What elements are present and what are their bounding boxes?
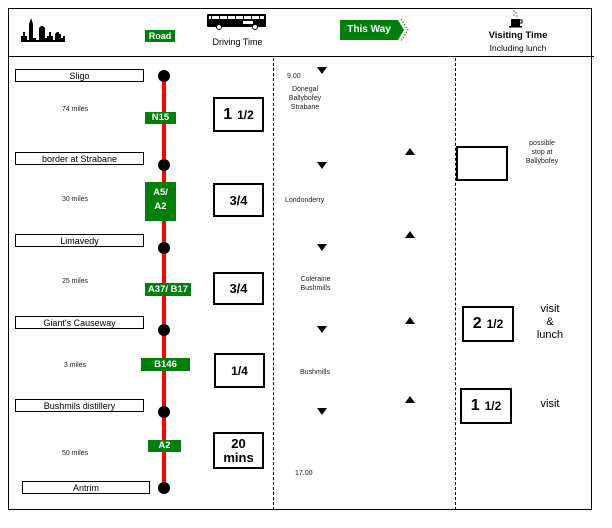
up-arrow-icon	[405, 148, 415, 155]
visit-time-box: 1 1/2	[460, 388, 512, 424]
driving-time-box: 3/4	[213, 272, 264, 305]
time-whole: 1	[470, 397, 480, 414]
road-legend-tag: Road	[145, 30, 175, 42]
route-note: Coleraine Bushmills	[293, 275, 338, 293]
stop-dot	[158, 406, 170, 418]
route-line	[162, 80, 166, 484]
bus-icon	[207, 14, 266, 30]
stop-dot	[158, 324, 170, 336]
stop-dot	[158, 70, 170, 82]
start-time: 9.00	[287, 73, 301, 80]
route-note-line: Donegal	[291, 86, 319, 93]
direction-column-divider	[273, 58, 274, 510]
route-note: Bushmills	[300, 369, 330, 376]
down-arrow-icon	[317, 162, 327, 169]
visit-note-line: stop at	[531, 149, 553, 156]
visit-note: visit	[540, 398, 560, 410]
route-note-line: Ballybofey	[288, 95, 322, 102]
route-note: Londonderry	[285, 197, 325, 204]
route-note-line: Coleraine	[300, 276, 331, 283]
down-arrow-icon	[317, 408, 327, 415]
road-tag: A2	[148, 440, 181, 452]
leg-distance: 30 miles	[61, 196, 89, 203]
city-skyline-icon	[21, 18, 65, 42]
header-divider	[8, 56, 594, 57]
driving-time-box: 3/4	[213, 183, 264, 217]
road-tag: B146	[141, 358, 190, 371]
down-arrow-icon	[317, 244, 327, 251]
road-tag-line: A5/	[153, 187, 168, 198]
down-arrow-icon	[317, 67, 327, 74]
stop-dot	[158, 242, 170, 254]
route-note: Donegal Ballybofey Strabane	[280, 85, 330, 112]
visit-note-line: visit	[540, 303, 560, 315]
this-way-arrow	[340, 18, 409, 42]
visiting-column-divider	[455, 58, 456, 510]
driving-time-box: 1/4	[214, 353, 265, 388]
driving-time-header: Driving Time	[212, 37, 263, 47]
up-arrow-icon	[405, 396, 415, 403]
visit-note: possible stop at Ballybofey	[517, 139, 567, 166]
up-arrow-icon	[405, 231, 415, 238]
visit-note-line: &	[546, 316, 554, 328]
visit-time-box-empty	[456, 146, 508, 181]
down-arrow-icon	[317, 326, 327, 333]
visiting-time-subheader: Including lunch	[489, 43, 547, 53]
road-tag-line: A2	[154, 201, 167, 212]
time-fraction: 1/2	[484, 399, 502, 413]
stop-dot	[158, 482, 170, 494]
up-arrow-icon	[405, 317, 415, 324]
route-note-line: Bushmills	[300, 285, 331, 292]
visit-note-line: Ballybofey	[525, 158, 559, 165]
end-time: 17.00	[295, 470, 313, 477]
leg-distance: 25 miles	[61, 278, 89, 285]
driving-time-box: 20 mins	[213, 432, 264, 469]
time-fraction: 1/2	[237, 107, 254, 122]
leg-distance: 74 miles	[61, 106, 89, 113]
time-unit: mins	[223, 449, 254, 465]
visit-note-line: possible	[529, 140, 555, 147]
visit-note: visit & lunch	[525, 303, 575, 342]
leg-distance: 3 miles	[63, 362, 87, 369]
road-tag: A37/ B17	[145, 283, 191, 296]
stop-label-antrim: Antrim	[22, 481, 150, 494]
driving-time-box: 1 1/2	[213, 97, 264, 132]
stop-dot	[158, 159, 170, 171]
time-value: 20	[231, 435, 246, 451]
time-fraction: 1/2	[486, 317, 504, 331]
stop-label-sligo: Sligo	[15, 69, 144, 82]
route-note-line: Strabane	[290, 104, 320, 111]
road-tag: N15	[145, 112, 176, 124]
stop-label-bushmills: Bushmils distillery	[15, 399, 144, 412]
stop-label-strabane: border at Strabane	[15, 152, 144, 165]
visit-note-line: lunch	[536, 329, 564, 341]
stop-label-giants-causeway: Giant's Causeway	[15, 316, 144, 329]
itinerary-frame	[8, 8, 592, 510]
stop-label-limavedy: Limavedy	[15, 234, 144, 247]
visit-time-box: 2 1/2	[462, 306, 514, 342]
this-way-label: This Way	[347, 24, 391, 35]
visiting-time-header: Visiting Time	[488, 30, 548, 41]
coffee-cup-icon	[509, 10, 523, 28]
leg-distance: 50 miles	[61, 450, 89, 457]
road-tag: A5/ A2	[145, 182, 176, 221]
time-whole: 1	[223, 105, 233, 123]
time-whole: 2	[472, 315, 482, 332]
